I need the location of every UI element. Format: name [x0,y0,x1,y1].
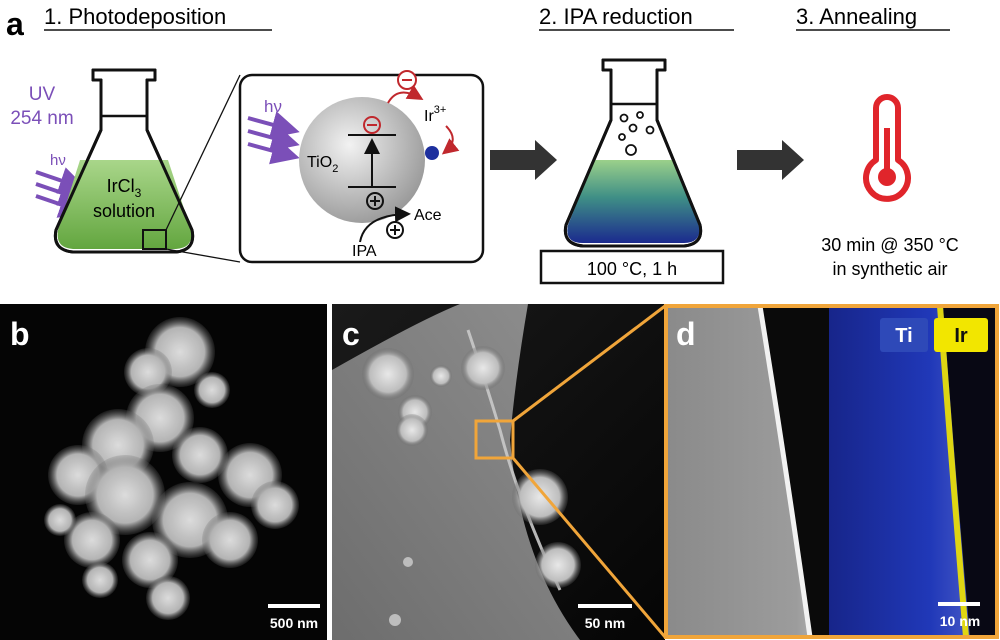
step1-title: 1. Photodeposition [44,4,226,29]
hotplate [539,249,725,285]
thermometer-icon [863,94,911,202]
step2-title: 2. IPA reduction [539,4,693,29]
flask-photodeposition: IrCl3 solution [53,68,195,254]
panel-d: d Ti Ir 10 nm [664,304,999,639]
legend-ti-label: Ti [895,325,912,347]
ir-shell-haadf [757,305,813,638]
uv-label: UV [29,84,56,105]
tio2-particle [299,97,425,223]
hv-label-inset: hν [264,97,282,116]
anneal-atmosphere: in synthetic air [832,259,947,279]
legend-ir-swatch [934,318,988,352]
panel-a-letter: a [6,6,24,42]
ir-nanoparticles [362,346,581,626]
legend-ir-label: Ir [954,325,968,347]
reduction-condition: 100 °C, 1 h [587,259,677,279]
zoom-line-top [165,74,241,231]
particle-agglomerate [44,317,299,620]
svg-text:IrCl3: IrCl3 [107,176,142,200]
panel-b-letter: b [10,316,30,352]
ir-ion-label: Ir [424,108,434,125]
process-arrow-1 [490,140,557,180]
panel-a: a 1. Photodeposition 2. IPA reduction 3.… [6,4,959,285]
svg-text:TiO2: TiO2 [307,154,338,175]
hole-ipa [386,221,404,239]
panel-d-scale-label: 10 nm [940,613,980,629]
uv-wavelength: 254 nm [10,108,73,129]
hv-label-left: hν [50,152,66,169]
flask-solution-formula: IrCl [107,176,135,196]
uv-rays-inset [247,111,300,165]
zoom-line-bottom [165,248,241,263]
mechanism-inset: hν TiO2 Ir3+ [238,70,485,264]
flask-reduction: 100 °C, 1 h [539,58,725,285]
ir-deposit [425,146,439,160]
legend-ti-swatch [880,318,928,352]
process-arrow-2 [737,140,804,180]
acetone-label: Ace [414,207,442,224]
zoom-region [474,419,515,460]
zoom-line-upper [512,304,666,423]
panel-c: c 50 nm [332,304,667,640]
zoom-line-lower [511,457,667,638]
flask-solution-subscript: 3 [135,186,142,200]
panel-b: b 500 nm [0,304,327,640]
panel-d-letter: d [676,316,696,352]
tio2-label: TiO [307,154,332,171]
panel-c-letter: c [342,316,360,352]
vacuum-region [760,306,829,637]
svg-text:Ir3+: Ir3+ [424,104,446,125]
ir-ion-charge: 3+ [434,104,447,116]
oxidation-arrow [359,206,411,243]
ipa-label: IPA [352,243,377,260]
zoom-box [142,229,167,250]
tio2-subscript: 2 [332,163,338,175]
eds-vacuum [943,306,997,637]
electron-in-band [363,116,381,134]
flask-solution-label: solution [93,201,155,221]
panel-d-frame [664,304,999,639]
step3-title: 3. Annealing [796,4,917,29]
panel-b-scale-label: 500 nm [270,615,318,631]
bubbles [618,111,655,156]
hole-in-band [366,192,384,210]
anneal-condition: 30 min @ 350 °C [821,235,959,255]
electron-arrow [387,85,424,104]
panel-c-scale-label: 50 nm [585,615,625,631]
reduction-arrow [441,125,460,155]
